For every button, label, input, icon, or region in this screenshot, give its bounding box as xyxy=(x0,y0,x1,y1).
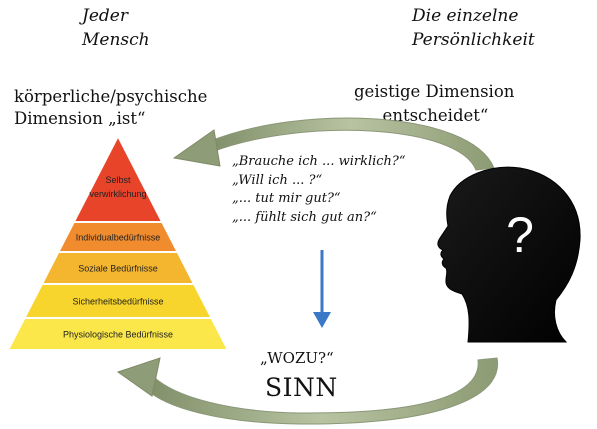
header-everyone-line2: Mensch xyxy=(82,30,150,50)
question-3: „... tut mir gut?“ xyxy=(232,191,341,206)
pyramid-level-5-label: Physiologische Bedürfnisse xyxy=(63,330,173,340)
maslow-pyramid: Selbst verwirklichungIndividualbedürfniss… xyxy=(6,133,230,351)
pyramid-level-4-label: Sicherheitsbedürfnisse xyxy=(72,297,163,307)
pyramid-level-1-label-line2: verwirklichung xyxy=(89,189,146,199)
header-everyone: Jeder Mensch xyxy=(82,4,150,52)
pyramid-level-5 xyxy=(6,317,230,351)
question-2: „Will ich ... ?“ xyxy=(232,172,323,188)
physical-dimension-line2: Dimension „ist“ xyxy=(14,109,146,128)
top-arrow-head xyxy=(172,129,221,167)
sinn-label: SINN xyxy=(265,373,338,402)
questions-block: „Brauche ich ... wirklich?“ „Will ich ..… xyxy=(232,153,406,227)
bottom-arrow-head xyxy=(116,357,161,397)
down-arrow xyxy=(313,250,331,328)
pyramid-level-3-label: Soziale Bedürfnisse xyxy=(78,264,158,274)
head-silhouette: ? xyxy=(437,166,581,343)
spiritual-dimension-line1: geistige Dimension xyxy=(354,82,515,101)
question-mark-icon: ? xyxy=(506,207,534,263)
top-curved-arrow xyxy=(172,117,495,171)
spiritual-dimension-label: geistige Dimension „entscheidet“ xyxy=(354,80,514,128)
header-everyone-line1: Jeder xyxy=(82,6,128,26)
bottom-curved-arrow xyxy=(116,357,499,425)
header-individual-line2: Persönlichkeit xyxy=(412,30,535,50)
pyramid-level-2-label: Individualbedürfnisse xyxy=(76,233,161,243)
wozu-label: „WOZU?“ xyxy=(260,349,334,367)
header-individual: Die einzelne Persönlichkeit xyxy=(412,4,535,52)
spiritual-dimension-line2: „entscheidet“ xyxy=(374,106,489,125)
question-4: „... fühlt sich gut an?“ xyxy=(232,209,377,225)
header-individual-line1: Die einzelne xyxy=(412,6,519,26)
physical-psychic-dimension-label: körperliche/psychische Dimension „ist“ xyxy=(14,86,207,130)
physical-dimension-line1: körperliche/psychische xyxy=(14,87,208,106)
pyramid-level-1-label: Selbst xyxy=(105,175,131,185)
question-1: „Brauche ich ... wirklich?“ xyxy=(232,154,406,169)
